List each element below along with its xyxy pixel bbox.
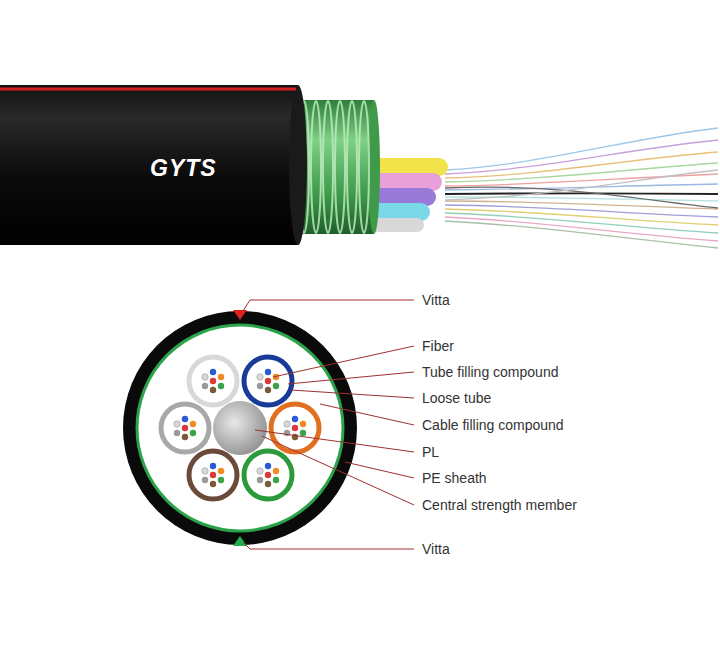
leader-lines xyxy=(243,300,414,549)
part-label: PL xyxy=(422,443,439,461)
part-label: Central strength member xyxy=(422,496,577,514)
part-label: Vitta xyxy=(422,291,450,309)
part-label: Cable filling compound xyxy=(422,416,564,434)
cross-section xyxy=(123,310,357,546)
part-label: Vitta xyxy=(422,540,450,558)
loose-tubes xyxy=(370,158,448,232)
part-label: PE sheath xyxy=(422,469,487,487)
pe-sheath-body xyxy=(0,85,307,245)
fiber-bundle xyxy=(445,128,718,248)
cable-marking: GYTS xyxy=(150,154,217,182)
part-label: Fiber xyxy=(422,337,454,355)
part-label: Tube filling compound xyxy=(422,363,558,381)
part-label: Loose tube xyxy=(422,389,491,407)
